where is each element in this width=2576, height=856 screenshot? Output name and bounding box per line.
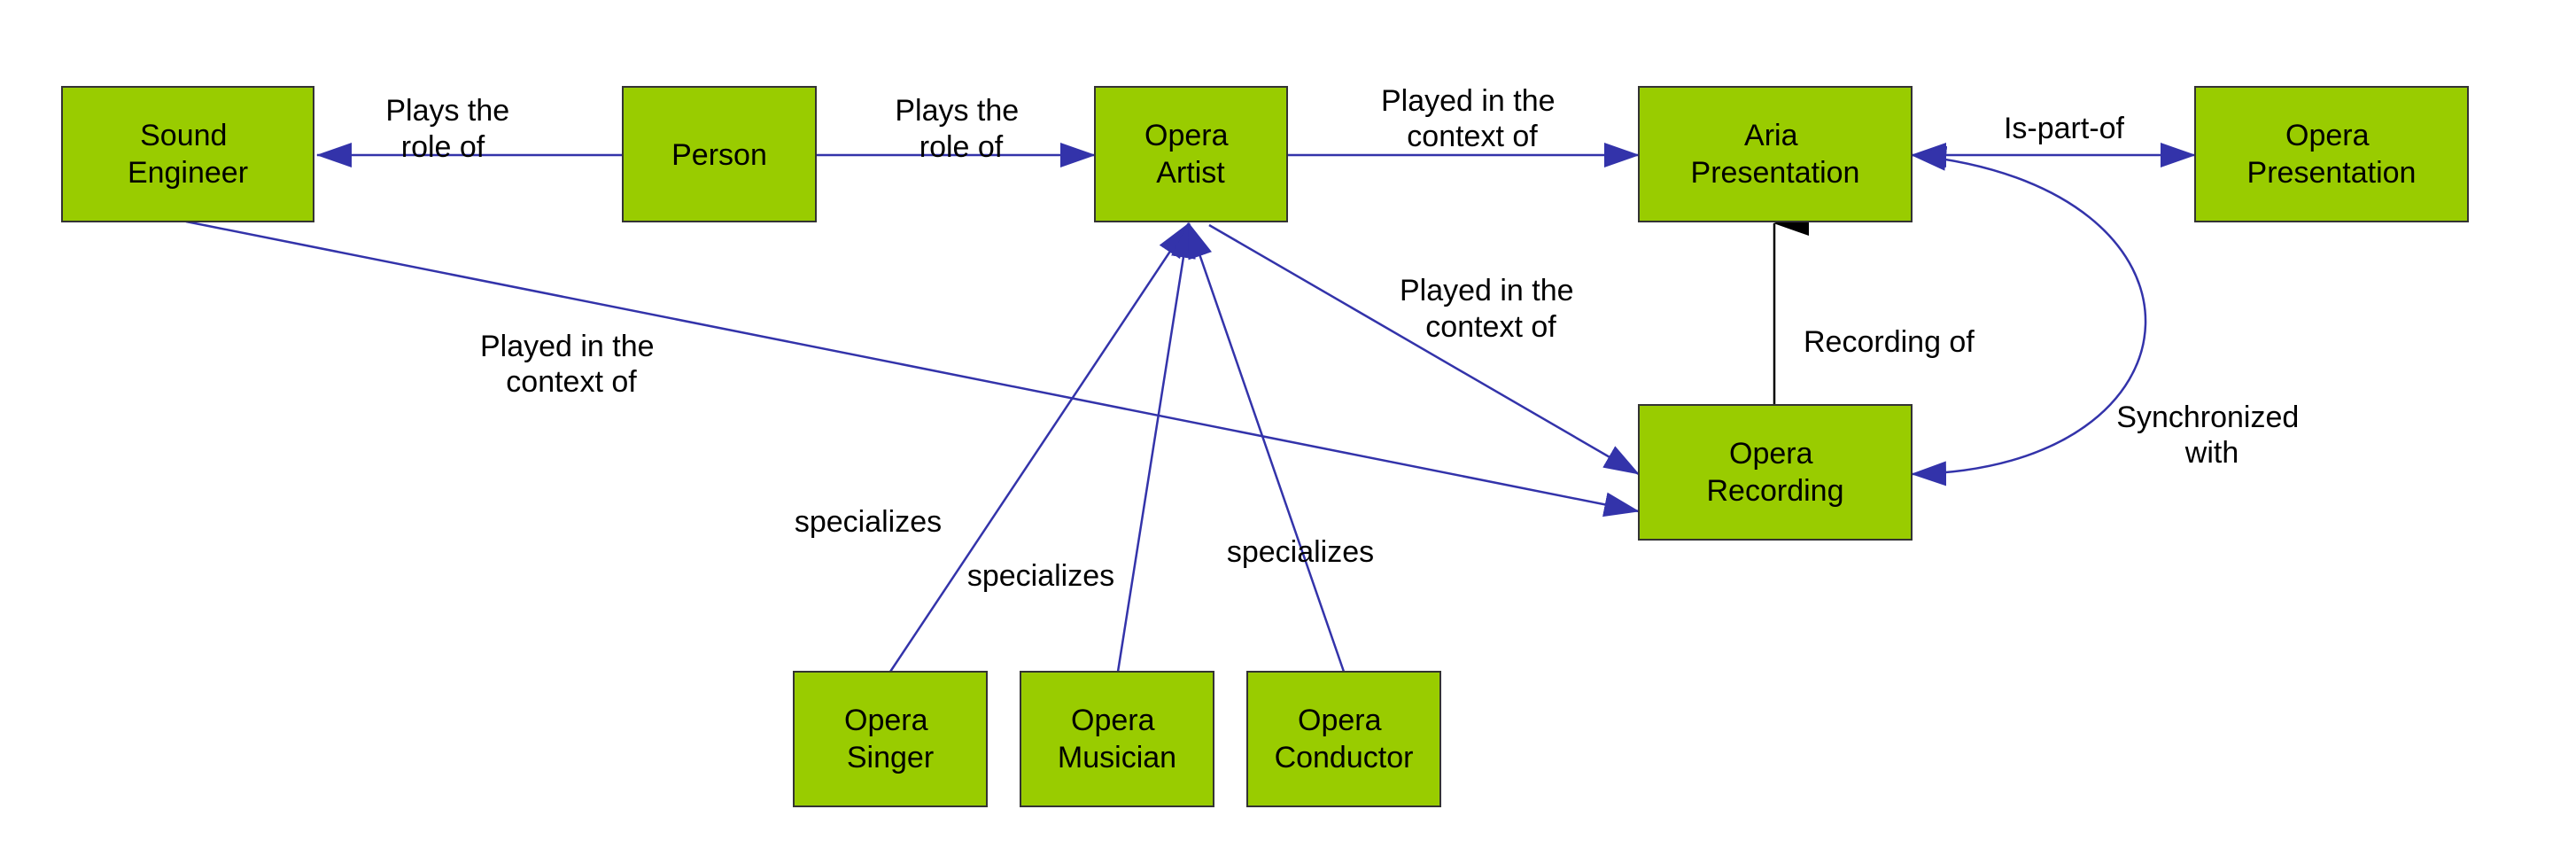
svg-text:Opera Musician: Opera Musician bbox=[1058, 704, 1176, 774]
node-aria-presentation: Aria Presentation bbox=[1638, 86, 1913, 222]
label-singer-to-artist: specializes bbox=[795, 505, 942, 539]
label-artist-to-aria: Played in the context of bbox=[1381, 84, 1563, 153]
label-artist-to-recording: Played in the context of bbox=[1400, 274, 1582, 344]
edge-aria-recording-sync bbox=[1911, 145, 2147, 486]
node-opera-recording: Opera Recording bbox=[1638, 404, 1913, 541]
label-person-to-sound-engineer: Plays the role of bbox=[385, 94, 517, 164]
edge-musician-to-artist bbox=[1116, 222, 1196, 673]
label-recording-to-aria: Recording of bbox=[1804, 325, 1975, 359]
label-aria-recording-sync: Synchronized with bbox=[2116, 401, 2307, 470]
edge-singer-to-artist bbox=[888, 222, 1191, 673]
label-engineer-to-recording: Played in the context of bbox=[480, 330, 663, 399]
node-opera-musician: Opera Musician bbox=[1020, 671, 1214, 807]
label-musician-to-artist: specializes bbox=[967, 559, 1114, 593]
label-aria-opera-presentation: Is-part-of bbox=[2004, 112, 2125, 145]
node-sound-engineer: Sound Engineer bbox=[61, 86, 314, 222]
svg-text:Aria Presentation: Aria Presentation bbox=[1691, 119, 1860, 190]
node-opera-singer: Opera Singer bbox=[793, 671, 988, 807]
svg-text:Person: Person bbox=[671, 138, 767, 172]
edge-engineer-to-recording bbox=[185, 220, 1640, 517]
svg-text:Opera Conductor: Opera Conductor bbox=[1275, 704, 1414, 774]
svg-text:Opera Presentation: Opera Presentation bbox=[2247, 119, 2417, 190]
node-opera-conductor: Opera Conductor bbox=[1246, 671, 1441, 807]
label-conductor-to-artist: specializes bbox=[1227, 535, 1374, 569]
node-opera-artist: Opera Artist bbox=[1094, 86, 1288, 222]
edge-conductor-to-artist bbox=[1187, 222, 1346, 673]
node-person: Person bbox=[622, 86, 817, 222]
svg-text:Opera Recording: Opera Recording bbox=[1707, 437, 1844, 508]
svg-text:Opera Singer: Opera Singer bbox=[844, 704, 936, 774]
node-opera-presentation: Opera Presentation bbox=[2194, 86, 2469, 222]
svg-text:Sound Engineer: Sound Engineer bbox=[128, 119, 248, 190]
label-person-to-opera-artist: Plays the role of bbox=[895, 94, 1027, 164]
svg-text:Opera Artist: Opera Artist bbox=[1144, 119, 1237, 190]
edge-artist-to-recording bbox=[1208, 223, 1640, 476]
